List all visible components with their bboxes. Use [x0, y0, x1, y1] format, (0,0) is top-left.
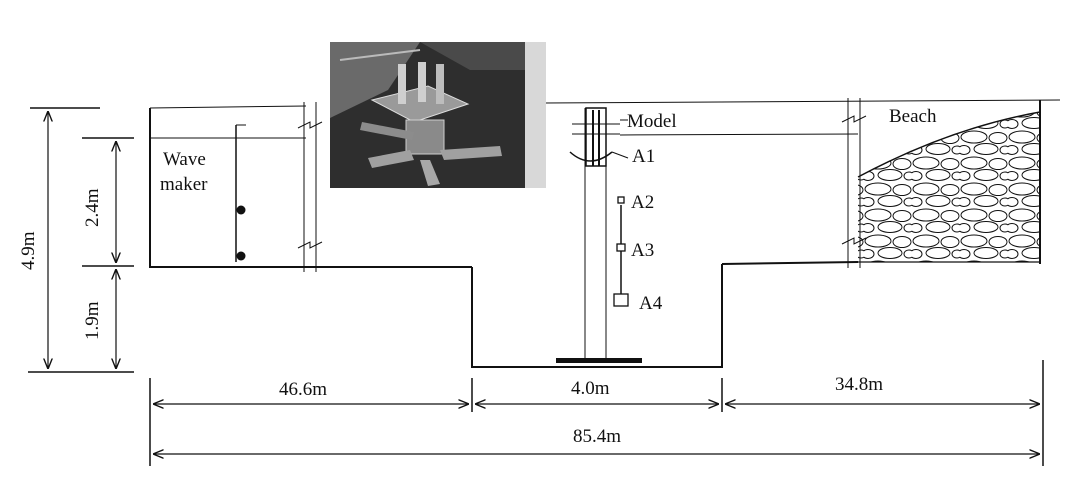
sensor-a2 [617, 196, 625, 204]
dim-right-length: 34.8m [835, 374, 883, 395]
wave-maker-label-line1: Wave [163, 149, 206, 170]
dim-total-height: 4.9m [18, 231, 39, 270]
wave-maker-label-line2: maker [160, 174, 208, 195]
wave-maker-hinge-lower [236, 251, 246, 261]
model-assembly: Model A1 A2 A3 A4 [556, 107, 677, 363]
dim-left-length: 46.6m [279, 379, 327, 400]
tank-floor-right [721, 261, 859, 265]
horizontal-dimensions: 46.6m 4.0m 34.8m 85.4m [149, 360, 1044, 466]
model-label: Model [627, 111, 677, 132]
dim-upper-depth: 2.4m [82, 188, 103, 227]
a3-label: A3 [631, 240, 654, 261]
beach-stones [858, 112, 1040, 262]
anchor-base [556, 358, 642, 363]
a4-label: A4 [639, 293, 663, 314]
water-line-right [619, 133, 859, 136]
model-photo [330, 42, 546, 188]
top-line-left [149, 105, 307, 109]
vertical-dimensions: 4.9m 2.4m 1.9m [18, 107, 134, 373]
wave-maker: Wave maker [160, 124, 246, 262]
a1-label: A1 [632, 146, 655, 167]
a1-leader [611, 151, 629, 159]
dim-total-length: 85.4m [573, 426, 621, 447]
sensor-a3 [616, 243, 626, 252]
model-body [585, 107, 607, 167]
beach-label: Beach [889, 106, 937, 127]
beach: Beach [857, 106, 1041, 262]
sensor-a4 [613, 293, 629, 307]
dim-lower-depth: 1.9m [82, 301, 103, 340]
top-line-right [543, 99, 1061, 104]
wave-maker-hinge-upper [236, 205, 246, 215]
a2-label: A2 [631, 192, 654, 213]
dim-pit-width: 4.0m [571, 378, 610, 399]
